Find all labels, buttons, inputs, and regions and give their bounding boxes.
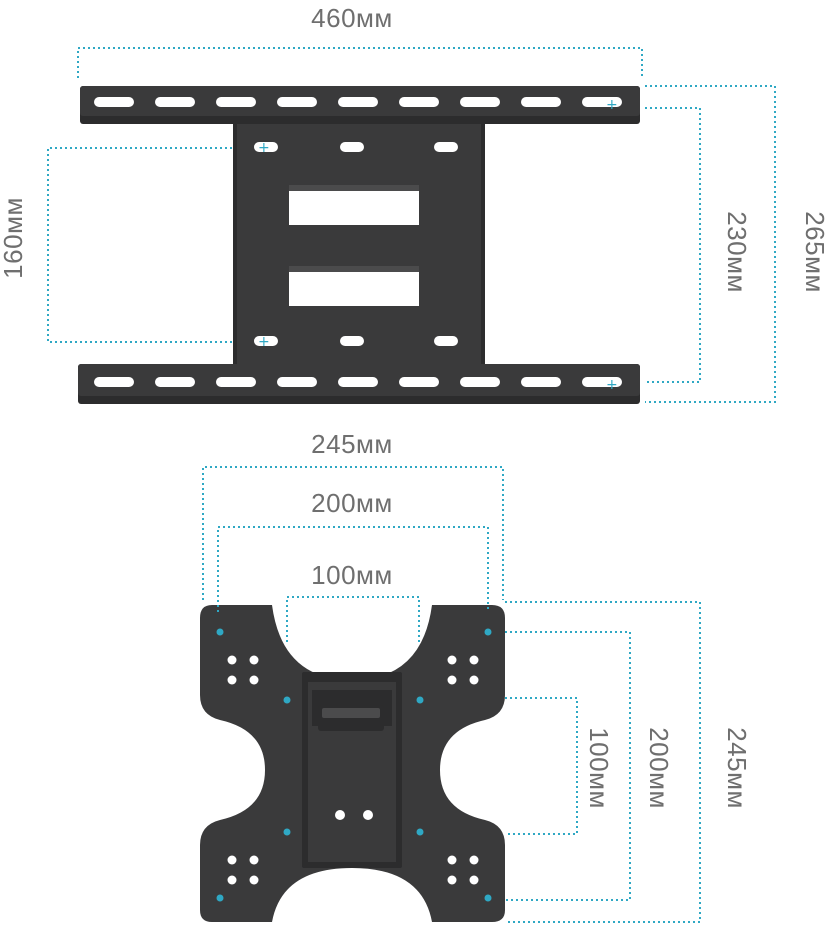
rail-slot [399,377,439,387]
rail-slot [460,377,500,387]
rail-slot [94,377,134,387]
mounting-hole [227,675,237,685]
rail-slot [582,377,622,387]
mounting-hole [469,875,479,885]
rail-slot [155,377,195,387]
mounting-hole [469,675,479,685]
width-100-label: 100мм [311,560,393,590]
mounting-hole [227,655,237,665]
rail-slot [155,97,195,107]
large-mount-plate: + + + + [78,86,640,404]
small-mount-plate [200,605,505,922]
rail-slot [277,377,317,387]
svg-text:+: + [606,377,618,393]
mounting-hole [447,875,457,885]
width-200-label: 200мм [311,488,393,518]
mounting-hole [249,655,259,665]
mounting-hole [447,655,457,665]
height-245-label: 245мм [722,727,752,809]
center-window-top [289,185,419,225]
rail-slot [582,97,622,107]
height-265-label: 265мм [800,211,830,293]
small-plate-dimensions [202,466,701,923]
large-plate-dimensions [47,47,776,403]
width-245-label: 245мм [311,429,393,459]
height-230-label: 230мм [722,211,752,293]
rail-slot [216,97,256,107]
mounting-hole [447,675,457,685]
rail-slot [94,97,134,107]
height-200-label: 200мм [644,727,674,809]
height-160-label: 160мм [0,197,28,279]
width-460-label: 460мм [311,3,393,33]
svg-text:+: + [606,97,618,113]
rail-slot [521,97,561,107]
rail-slot [277,97,317,107]
rail-slot [460,97,500,107]
height-100-label: 100мм [584,727,614,809]
mounting-hole [469,855,479,865]
rail-slot [399,97,439,107]
svg-text:+: + [258,140,270,156]
rail-slot [216,377,256,387]
mounting-hole [227,855,237,865]
mounting-hole [447,855,457,865]
mounting-hole [249,875,259,885]
mounting-hole [227,875,237,885]
rail-slot [338,97,378,107]
rail-slot [338,377,378,387]
svg-text:+: + [258,334,270,350]
mounting-hole [469,655,479,665]
mounting-hole [249,675,259,685]
center-window-bottom [289,266,419,306]
mounting-hole [249,855,259,865]
rail-slot [521,377,561,387]
